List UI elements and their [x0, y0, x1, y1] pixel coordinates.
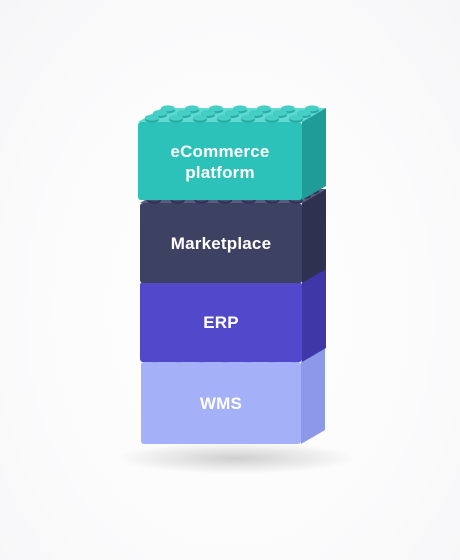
stud [249, 110, 263, 116]
stud [281, 105, 295, 112]
stud [297, 110, 311, 116]
stud [241, 114, 255, 121]
block-wms-side [301, 348, 325, 444]
stud [161, 105, 175, 112]
block-wms-front [141, 362, 301, 444]
block-erp-front [140, 282, 302, 362]
block-ecommerce-platform: eCommerce platform [138, 105, 326, 200]
block-wms-label: WMS [200, 394, 242, 413]
stud [201, 110, 215, 116]
block-ecommerce-label-line2: platform [185, 163, 255, 182]
stud [273, 110, 287, 116]
block-marketplace-front [140, 203, 302, 283]
stud [209, 105, 223, 112]
stud [169, 114, 183, 121]
stack-shadow [116, 442, 356, 474]
stud [145, 114, 159, 121]
block-ecommerce-studs [145, 105, 319, 123]
stud [305, 105, 319, 112]
block-ecommerce-side [302, 108, 326, 200]
block-erp-side [302, 268, 326, 362]
stud [193, 114, 207, 121]
stud [217, 114, 231, 121]
stud [177, 110, 191, 116]
block-marketplace-label: Marketplace [171, 234, 271, 253]
stud [265, 114, 279, 121]
block-marketplace-side [302, 189, 326, 283]
block-erp-label: ERP [203, 313, 239, 332]
stud [153, 110, 167, 116]
block-marketplace: Marketplace [140, 186, 326, 283]
stud [185, 105, 199, 112]
block-ecommerce-front [138, 122, 302, 200]
stud [225, 110, 239, 116]
stud [289, 114, 303, 121]
stud [233, 105, 247, 112]
stud [257, 105, 271, 112]
block-ecommerce-label-line1: eCommerce [170, 142, 269, 161]
